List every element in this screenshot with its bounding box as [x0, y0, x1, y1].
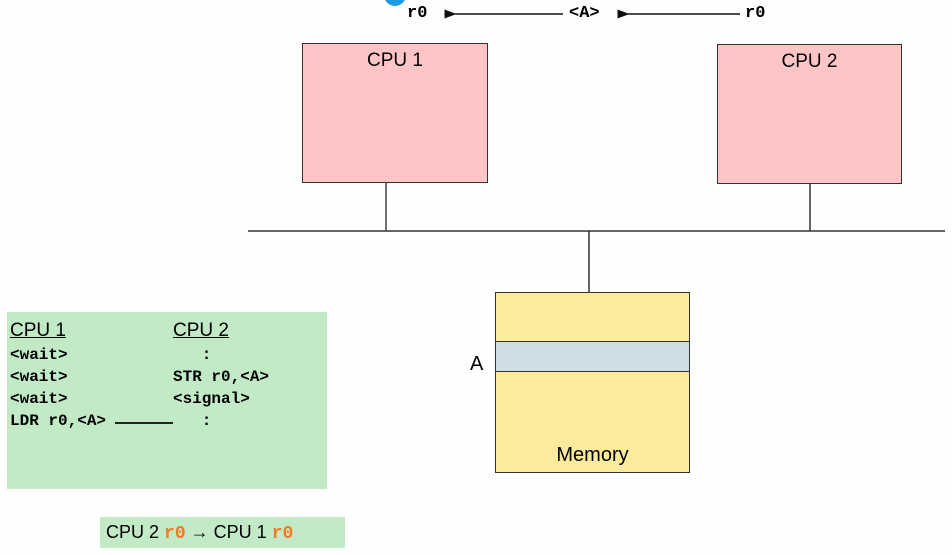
cpu2-box: CPU 2	[717, 44, 902, 184]
summary-src-register: r0	[164, 524, 186, 544]
code-cpu2-line-3: <signal>	[173, 390, 250, 408]
summary-arrow: →	[190, 522, 209, 542]
load-pointer-line	[115, 422, 173, 424]
transfer-summary: CPU 2 r0 → CPU 1 r0	[100, 517, 345, 548]
code-cpu1-line-2: <wait>	[10, 368, 68, 386]
memory-location-a	[495, 341, 690, 372]
top-register-cpu2: r0	[745, 4, 766, 23]
top-register-cpu1: r0	[407, 4, 428, 23]
memory-box	[495, 292, 690, 473]
code-cpu1-line-1: <wait>	[10, 346, 68, 364]
cpu2-label: CPU 2	[781, 51, 838, 72]
top-memory-address: <A>	[569, 4, 600, 23]
code-cpu2-line-1: :	[173, 346, 212, 364]
summary-dst-register: r0	[271, 524, 294, 544]
code-sequence-box: CPU 1 CPU 2 <wait> : <wait> STR r0,<A> <…	[7, 312, 327, 489]
cpu1-label: CPU 1	[367, 50, 423, 71]
cpu1-box: CPU 1	[302, 43, 488, 183]
code-cpu2-line-4: :	[173, 412, 212, 430]
code-cpu1-line-3: <wait>	[10, 390, 68, 408]
code-cpu2-line-2: STR r0,<A>	[173, 368, 270, 386]
memory-label: Memory	[556, 444, 629, 466]
code-header-cpu2: CPU 2	[173, 320, 229, 341]
memory-address-label: A	[470, 353, 484, 375]
summary-dst-cpu: CPU 1	[213, 522, 267, 542]
summary-src-cpu: CPU 2	[106, 522, 160, 542]
slide-decoration-dot	[384, 0, 406, 6]
code-cpu1-line-4: LDR r0,<A>	[10, 412, 107, 430]
code-header-cpu1: CPU 1	[10, 320, 66, 341]
